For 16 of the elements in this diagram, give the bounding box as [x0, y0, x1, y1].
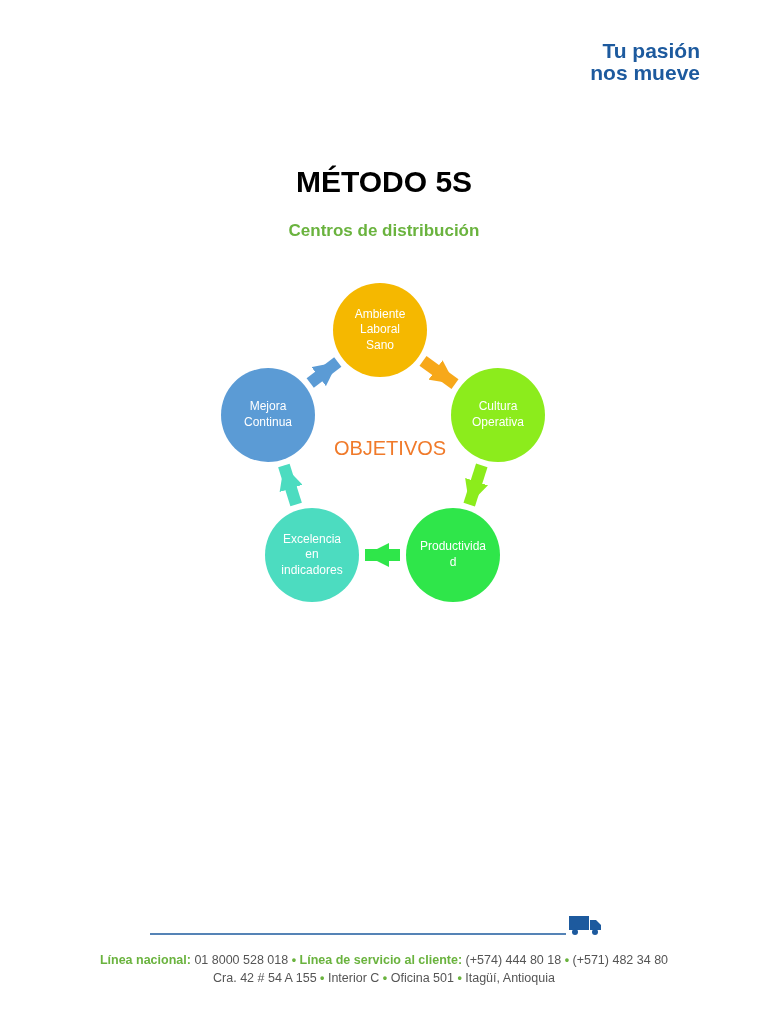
arrow: [419, 356, 459, 389]
arrow: [365, 543, 400, 567]
circle-node: Cultura Operativa: [451, 368, 545, 462]
subtitle: Centros de distribución: [287, 221, 481, 242]
arrow: [278, 463, 303, 507]
center-label: OBJETIVOS: [332, 436, 448, 460]
slogan: Tu pasión nos mueve: [589, 40, 700, 85]
address-line: Cra. 42 # 54 A 155 • Interior C • Oficina 501 • Itagüí, Antioquia: [212, 971, 556, 986]
contact-line: Línea nacional: 01 8000 528 018 • Línea de servicio al cliente: (+574) 444 80 18 • (+571) 482 34 80: [98, 953, 670, 968]
arrow: [306, 357, 342, 388]
circle-node: Ambiente Laboral Sano: [333, 283, 427, 377]
arrow: [463, 463, 488, 507]
title: MÉTODO 5S: [294, 165, 474, 199]
circle-node: Productividad: [406, 508, 500, 602]
circle-node: Mejora Continua: [221, 368, 315, 462]
circle-node: Excelencia en indicadores: [265, 508, 359, 602]
